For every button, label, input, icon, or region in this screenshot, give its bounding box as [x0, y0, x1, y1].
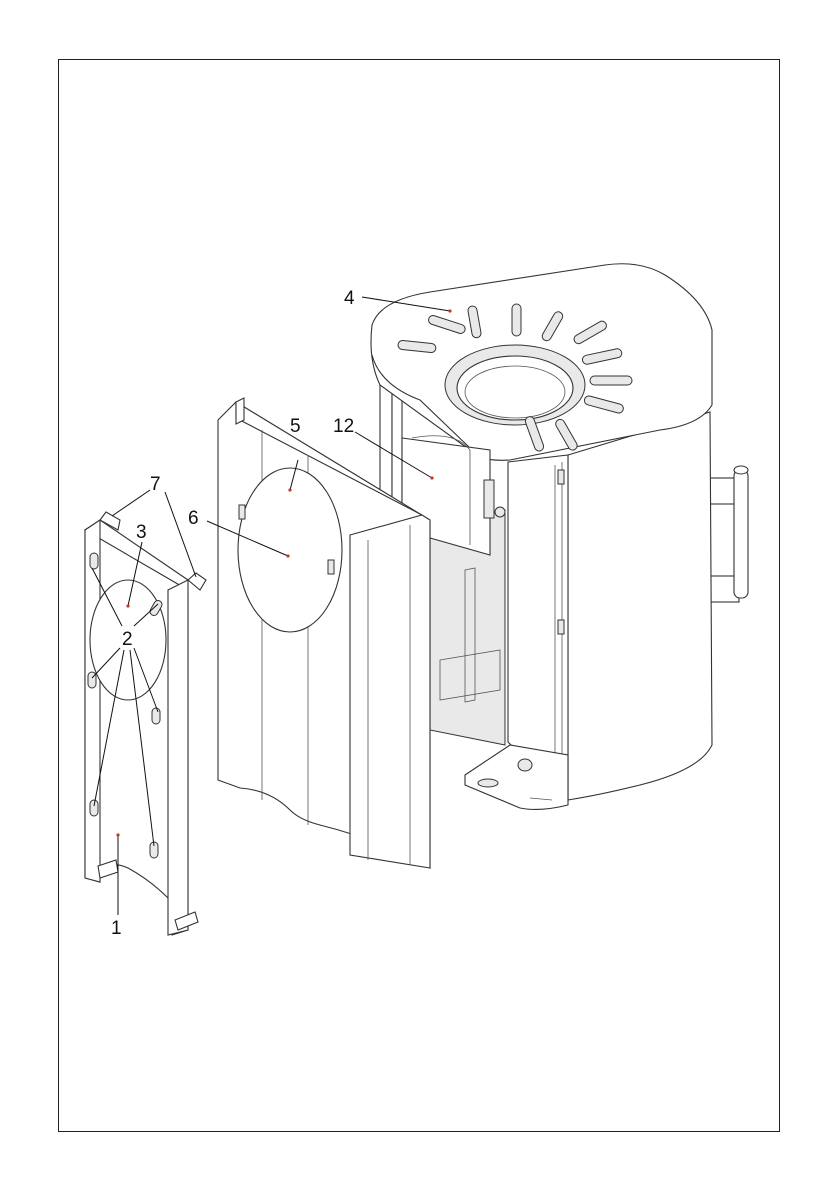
mounting-tab-right [188, 573, 206, 590]
callout-6: 6 [188, 508, 199, 529]
panel-circular-opening [238, 468, 342, 632]
rear-bracket-frame [85, 512, 206, 935]
callout-4: 4 [344, 288, 355, 309]
base-plate [465, 745, 568, 809]
callout-3: 3 [136, 522, 147, 543]
callout-2: 2 [122, 629, 133, 650]
callout-5: 5 [290, 416, 301, 437]
callout-12: 12 [333, 416, 354, 437]
callout-1: 1 [111, 918, 122, 939]
callout-7: 7 [150, 474, 161, 495]
body-side-panel [568, 412, 712, 800]
